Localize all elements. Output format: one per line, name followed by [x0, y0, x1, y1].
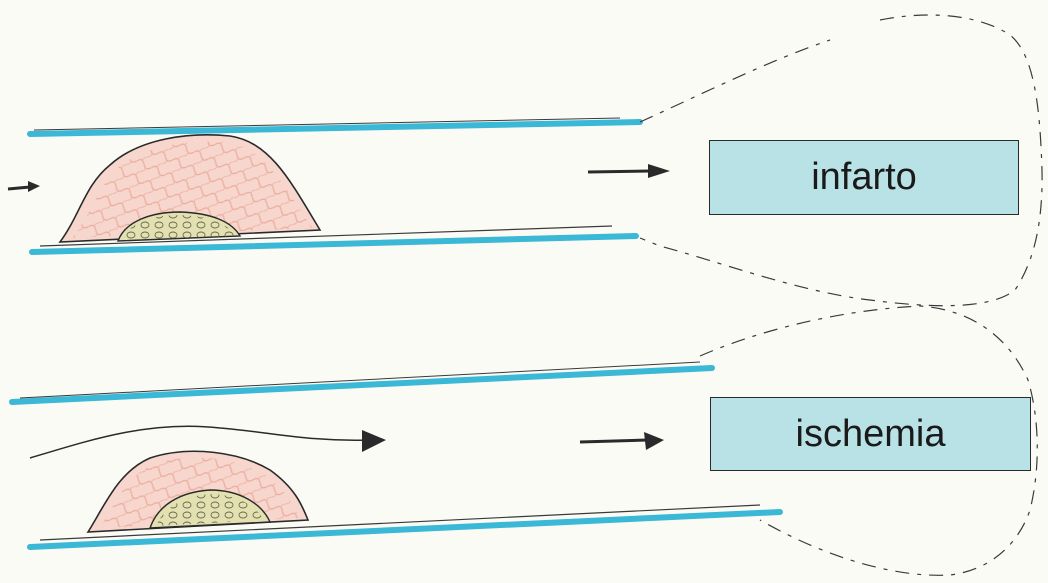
vessel-bottom-lower-wall [27, 509, 783, 550]
vessel-top-lower-wall [29, 233, 639, 255]
vessel-bottom [9, 305, 1038, 576]
vessel-top [7, 14, 1043, 307]
flow-line [29, 425, 371, 459]
flow-arrow-icon [7, 181, 40, 192]
vessel-top-upper-wall [27, 119, 643, 137]
label-ischemia: ischemia [710, 397, 1031, 471]
flow-arrow-icon [579, 432, 664, 450]
vessel-bottom-upper-wall [9, 365, 715, 405]
territory-outline-top [639, 14, 1043, 307]
flow-arrow-icon [362, 430, 386, 452]
label-infarto: infarto [709, 140, 1019, 215]
territory-outline-bottom [699, 305, 1038, 576]
flow-arrow-icon [587, 164, 670, 178]
